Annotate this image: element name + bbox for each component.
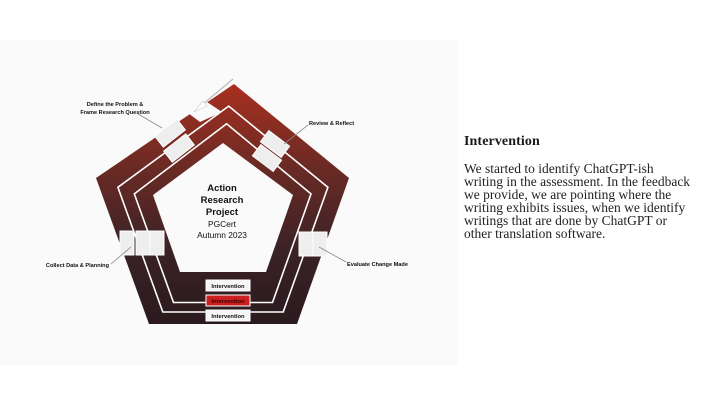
- tile-define-2: [162, 133, 196, 163]
- intervention-label-bot: Intervention: [211, 314, 245, 320]
- center-title-line2: Research: [201, 195, 244, 206]
- intervention-label-top: Intervention: [211, 284, 245, 290]
- tile-review-1: [259, 129, 291, 159]
- callout-collect: Collect Data & Planning: [46, 263, 110, 269]
- callout-define-line2: Frame Research Question: [80, 110, 150, 116]
- tile-define-1: [153, 118, 187, 148]
- section-heading: Intervention: [464, 134, 540, 149]
- center-subtitle-line1: PGCert: [208, 219, 237, 229]
- callout-evaluate: Evaluate Change Made: [347, 262, 408, 268]
- leader-define: [137, 113, 163, 129]
- callout-define-line1: Define the Problem &: [87, 102, 144, 108]
- stage-tiles: [119, 118, 328, 257]
- leader-lines: [110, 113, 347, 265]
- leader-review: [283, 124, 309, 145]
- tile-collect-3: [149, 230, 165, 256]
- tile-evaluate-1: [298, 231, 314, 257]
- intervention-box-top: [205, 279, 251, 292]
- arrow-head: [193, 100, 208, 113]
- text-panel: Intervention We started to identify Chat…: [464, 134, 694, 240]
- tile-review-2: [251, 143, 283, 173]
- tile-collect-2: [135, 230, 151, 256]
- center-title-line1: Action: [207, 183, 237, 194]
- leader-collect: [110, 246, 132, 265]
- intervention-box-bot: [205, 309, 251, 322]
- callout-review: Review & Reflect: [309, 121, 354, 127]
- intervention-box-mid: [205, 294, 251, 307]
- intervention-label-mid: Intervention: [211, 299, 245, 305]
- center-subtitle-line2: Autumn 2023: [197, 230, 247, 240]
- center-title-line3: Project: [206, 207, 239, 218]
- tile-collect-1: [119, 230, 135, 256]
- leader-evaluate: [318, 246, 347, 263]
- section-body: We started to identify ChatGPT-ish writi…: [464, 161, 691, 241]
- tile-evaluate-2: [312, 231, 328, 257]
